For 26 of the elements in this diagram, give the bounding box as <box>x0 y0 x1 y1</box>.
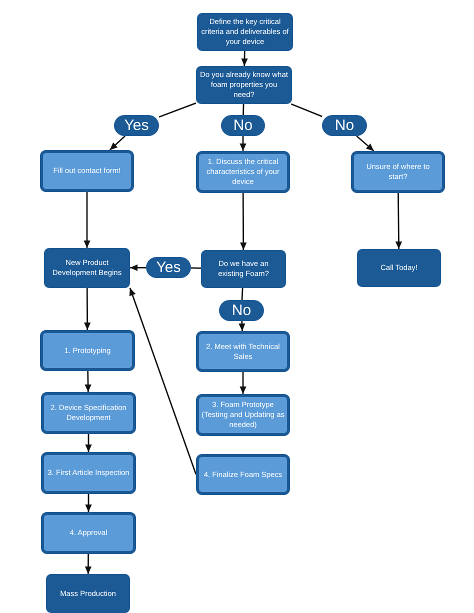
connector-line <box>158 102 196 118</box>
arrow <box>240 372 246 394</box>
answer-pill: No <box>322 115 367 136</box>
arrow <box>84 371 92 392</box>
arrow <box>238 320 246 332</box>
arrow <box>84 192 90 248</box>
arrow <box>85 434 92 452</box>
connector-line <box>290 103 322 118</box>
connector-line <box>190 267 202 269</box>
answer-pill: No <box>221 115 265 136</box>
arrow <box>241 50 248 66</box>
connector-line <box>241 288 244 300</box>
connector-line <box>242 104 244 116</box>
arrow <box>130 264 146 272</box>
answer-pill: Yes <box>146 257 191 278</box>
arrow <box>84 288 91 330</box>
arrow <box>109 135 126 151</box>
arrow <box>240 193 247 250</box>
answer-pill: Yes <box>114 115 159 136</box>
answer-pill: No <box>219 300 264 321</box>
arrow <box>84 554 92 574</box>
arrow <box>395 193 402 249</box>
arrow <box>129 288 197 475</box>
arrow <box>85 494 92 512</box>
arrow <box>356 135 374 152</box>
arrow <box>240 136 246 151</box>
